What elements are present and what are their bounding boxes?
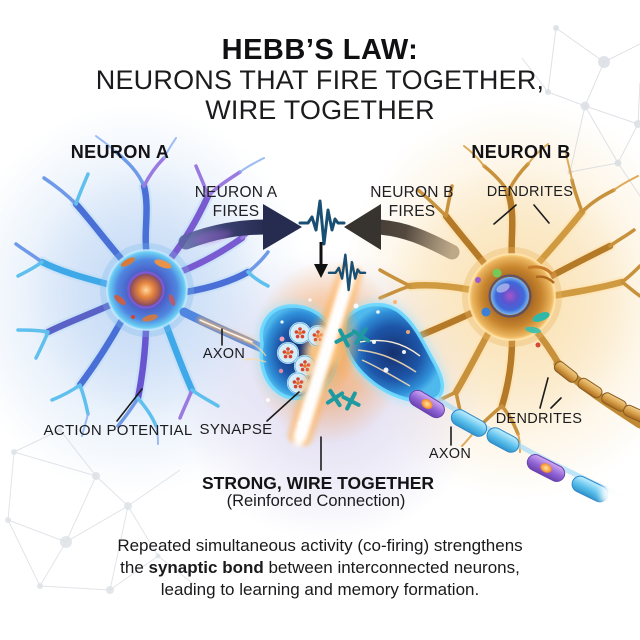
caption-line1: Repeated simultaneous activity (co-firin… <box>117 536 523 555</box>
neuron-b-organelles <box>475 265 555 348</box>
myelinated-axon-chain <box>409 389 640 518</box>
neuron-b-title: NEURON B <box>471 142 571 162</box>
axon-right-label: AXON <box>428 446 472 462</box>
synapse-illustration <box>243 260 442 447</box>
neuron-b-dendrite-chain <box>553 359 640 429</box>
neuron-a-fires-arrow <box>178 204 302 250</box>
callout-strong-line: STRONG, WIRE TOGETHER <box>201 473 435 493</box>
neuron-a-fires-line1: NEURON A <box>194 184 278 201</box>
page-title-line3: WIRE TOGETHER <box>205 95 435 125</box>
caption-line2-pre: the <box>120 558 149 577</box>
dendrites-top-label: DENDRITES <box>486 184 574 200</box>
neuron-b-fires-label: NEURON B FIRES <box>370 183 453 221</box>
neuron-b-fires-line1: NEURON B <box>370 184 454 201</box>
neuron-b-fires-arrow <box>344 204 460 260</box>
sparkles <box>266 294 410 426</box>
caption-line2-bold: synaptic bond <box>148 558 264 577</box>
callout-reinforced-line: (Reinforced Connection) <box>226 492 406 510</box>
network-decoration-bottom-left <box>5 427 197 594</box>
caption-line3: leading to learning and memory formation… <box>160 580 480 599</box>
neuron-a-title: NEURON A <box>70 142 170 162</box>
synapse-light-beam <box>286 263 364 447</box>
down-arrow-icon <box>314 242 328 278</box>
synaptic-vesicles <box>277 322 329 394</box>
neuron-b-fires-line2: FIRES <box>388 203 436 220</box>
neuron-b-illustration <box>378 143 640 453</box>
pulse-waveform-icon-top <box>298 199 346 246</box>
page-title-line2: NEURONS THAT FIRE TOGETHER, <box>95 65 545 95</box>
leader-lines <box>116 204 562 471</box>
axon-left-label: AXON <box>202 346 246 362</box>
caption-line2: the synaptic bond between interconnected… <box>0 557 640 579</box>
dendrites-right-label: DENDRITES <box>495 411 583 427</box>
page-title-line1: HEBB’S LAW: <box>221 34 419 66</box>
neuron-b-nucleus <box>491 277 529 315</box>
neuron-a-fires-label: NEURON A FIRES <box>195 183 278 221</box>
neuron-a-fires-line2: FIRES <box>212 203 260 220</box>
neuron-a-organelles <box>114 257 176 322</box>
action-potential-label: ACTION POTENTIAL <box>43 422 193 439</box>
neuron-a-nucleus <box>130 274 162 306</box>
caption: Repeated simultaneous activity (co-firin… <box>0 535 640 601</box>
caption-line2-post: between interconnected neurons, <box>263 558 520 577</box>
synapse-label: SYNAPSE <box>199 421 273 438</box>
